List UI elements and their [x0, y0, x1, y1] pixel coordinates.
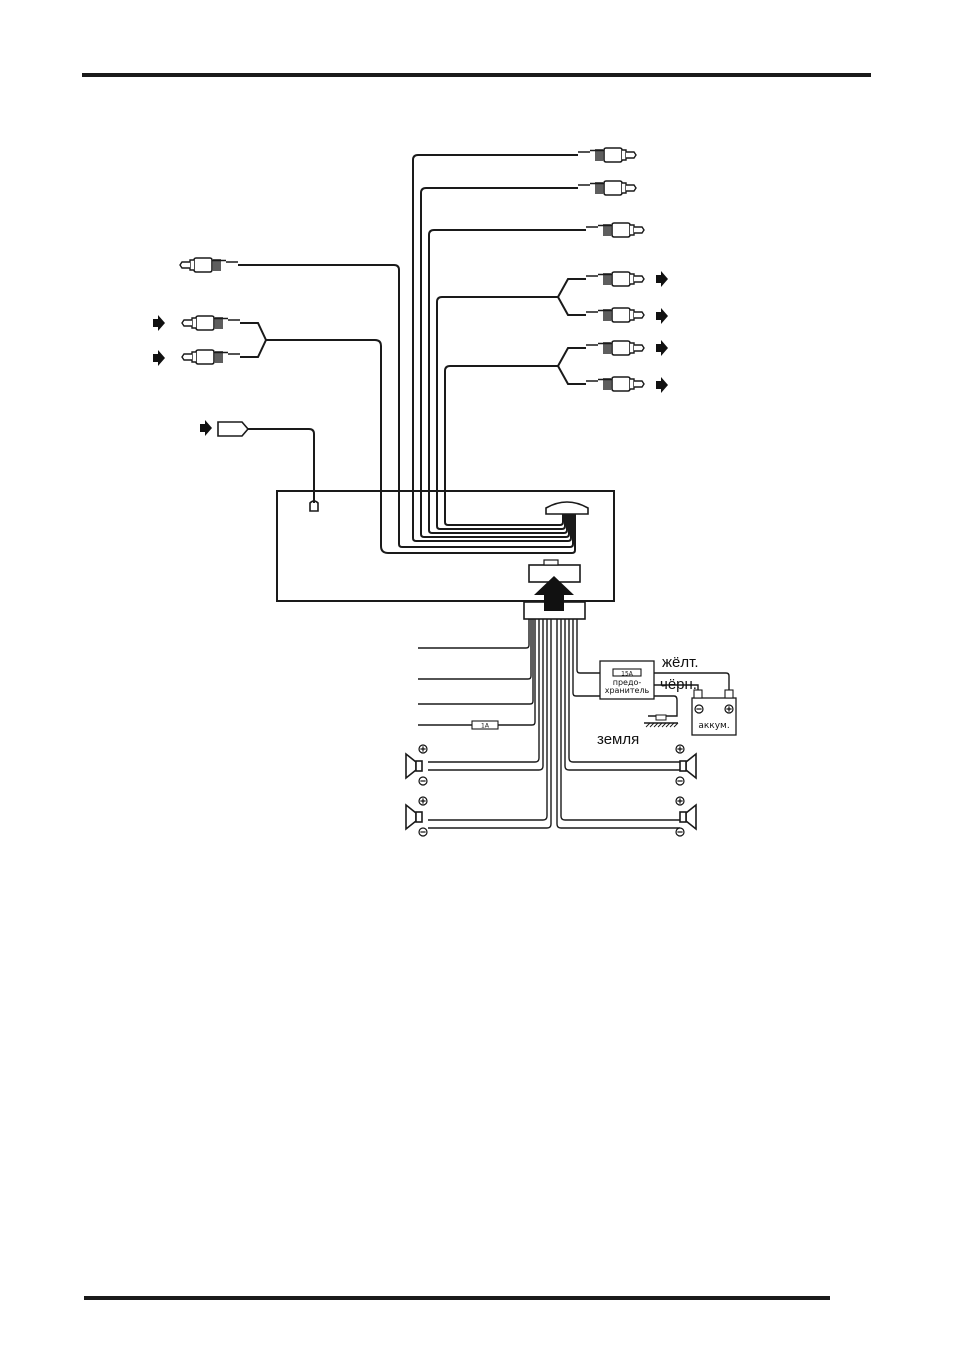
fuse-label-2: хранитель: [605, 686, 650, 695]
label-black: чёрн.: [660, 676, 697, 693]
splitter-front: [558, 279, 586, 315]
plus-sign-icon: [725, 705, 733, 713]
battery-terminal-negative: [694, 690, 702, 698]
plus-sign-icon: [419, 797, 427, 805]
arrow-right-icon: [656, 340, 668, 356]
antenna-plug: [218, 422, 248, 436]
rca-plug: [182, 316, 240, 330]
splitter-left: [240, 323, 266, 357]
arrow-right-icon: [656, 308, 668, 324]
rca-plug: [586, 308, 644, 322]
plus-sign-icon: [419, 745, 427, 753]
small-fuse-rating: 1A: [481, 723, 490, 730]
rca-plug: [578, 181, 636, 195]
arrow-right-icon: [656, 377, 668, 393]
top-rule: [82, 73, 871, 77]
minus-sign-icon: [419, 777, 427, 785]
minus-sign-icon: [419, 828, 427, 836]
plus-sign-icon: [676, 797, 684, 805]
minus-sign-icon: [676, 777, 684, 785]
fuse-rating: 15A: [621, 671, 634, 678]
arrow-right-icon: [153, 350, 165, 366]
minus-sign-icon: [695, 705, 703, 713]
battery-label: аккум.: [698, 721, 729, 731]
rca-plug: [586, 223, 644, 237]
arrow-right-icon: [200, 420, 212, 436]
rca-plug: [586, 272, 644, 286]
rca-plug: [578, 148, 636, 162]
splitter-rear: [558, 348, 586, 384]
iso-harness: [418, 619, 729, 828]
speaker-icon: [406, 754, 422, 778]
label-yellow: жёлт.: [662, 654, 699, 671]
speaker-icon: [406, 805, 422, 829]
battery-terminal-positive: [725, 690, 733, 698]
bottom-rule: [84, 1296, 830, 1300]
minus-sign-icon: [676, 828, 684, 836]
ground-symbol: [644, 715, 678, 727]
rca-plug: [586, 377, 644, 391]
arrow-right-icon: [153, 315, 165, 331]
rca-plug: [180, 258, 238, 272]
speaker-icon: [680, 754, 696, 778]
iso-socket-tab: [544, 560, 558, 565]
label-ground: земля: [597, 731, 639, 748]
plus-sign-icon: [676, 745, 684, 753]
rca-plug: [586, 341, 644, 355]
speaker-icon: [680, 805, 696, 829]
arrow-right-icon: [656, 271, 668, 287]
rca-plug: [182, 350, 240, 364]
